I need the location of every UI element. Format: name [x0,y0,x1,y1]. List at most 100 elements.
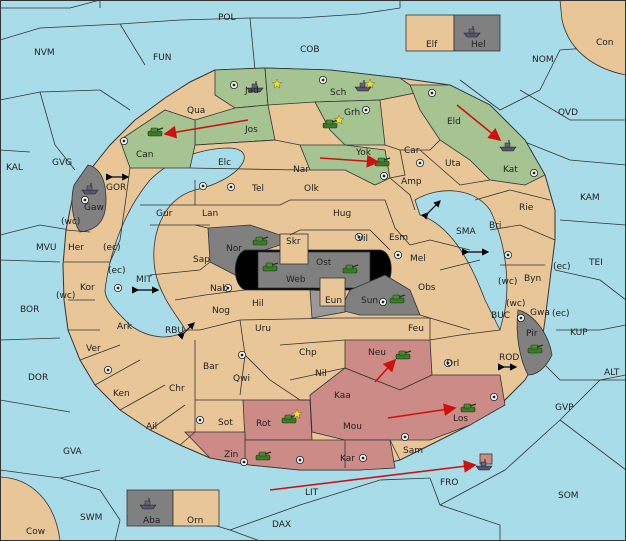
label-sam: Sam [403,446,423,456]
label-gvp: GVP [555,403,574,413]
label-ec1: (ec) [103,243,121,253]
label-fun: FUN [153,53,172,63]
label-ail: Ail [146,422,157,432]
label-eld: Eld [447,117,461,127]
label-nog: Nog [212,306,230,316]
label-cob: COB [300,45,320,55]
label-ec2: (ec) [108,266,126,276]
label-can: Can [136,150,154,160]
land-pir[interactable] [516,309,553,376]
label-gva: GVA [63,447,83,457]
label-neu: Neu [368,348,386,358]
label-bar: Bar [203,362,219,372]
label-chp: Chp [299,348,317,358]
label-skr: Skr [286,237,301,247]
label-tei: TEI [588,258,603,268]
label-sot: Sot [218,418,233,428]
label-pir: Pir [526,329,538,339]
label-gvg: GVG [52,158,72,168]
label-nil: Nil [315,369,327,379]
land-hel[interactable] [453,14,501,52]
label-kal: KAL [6,163,23,173]
label-qua: Qua [187,106,205,116]
label-cow: Cow [26,527,45,537]
label-nor: Nor [226,244,242,254]
label-wc4: (wc) [506,299,525,309]
label-bor: BOR [20,305,39,315]
land-gaw[interactable] [71,164,107,233]
label-rot: Rot [256,419,271,429]
label-ver: Ver [86,344,101,354]
label-eun: Eun [325,296,342,306]
label-fro: FRO [440,478,459,488]
inner-sea-sma[interactable] [414,190,508,332]
label-gor: GOR [106,183,126,193]
label-wc2: (wc) [498,277,517,287]
label-alt: ALT [604,368,620,378]
label-lan: Lan [202,209,218,219]
label-grh: Grh [344,108,360,118]
land-kaa-mou-los[interactable] [309,367,506,441]
label-car: Car [404,146,420,156]
label-orl: Orl [446,359,459,369]
label-mvu: MVU [36,243,57,253]
label-hil: Hil [252,299,264,309]
label-qwi: Qwi [233,374,250,384]
label-ec3: (ec) [553,262,571,272]
label-kup: KUP [570,328,588,338]
land-sch[interactable] [264,67,421,106]
label-mel: Mel [410,254,426,264]
label-rbu: RBU [165,326,184,336]
label-kam: KAM [580,193,600,203]
label-zin: Zin [224,450,238,460]
land-skr[interactable] [279,233,309,265]
label-web: Web [286,275,306,285]
land-eun[interactable] [319,277,346,307]
label-sma: SMA [456,227,476,237]
label-sun: Sun [361,296,378,306]
label-bri: Bri [489,221,501,231]
label-buc: BUC [491,311,510,321]
label-her: Her [68,243,84,253]
label-gwa: Gwa [530,308,550,318]
label-obs: Obs [418,283,436,293]
label-aba: Aba [143,516,160,526]
label-rie: Rie [519,203,534,213]
label-som: SOM [558,491,579,501]
label-wc1: (wc) [61,217,80,227]
label-pol: POL [218,13,236,23]
label-uta: Uta [445,159,461,169]
land-rot[interactable] [242,399,313,441]
label-kaa: Kaa [334,391,351,401]
label-mit: MIT [136,275,152,285]
label-nar: Nar [293,165,309,175]
label-jos: Jos [244,125,258,135]
label-lit: LIT [305,488,319,498]
label-gaw: Gaw [84,203,104,213]
label-nvm: NVM [34,48,55,58]
label-dor: DOR [28,373,48,383]
land-elf[interactable] [405,14,455,52]
label-hug: Hug [333,209,351,219]
label-ark: Ark [117,322,133,332]
label-nab: Nab [210,284,228,294]
land-orn[interactable] [172,489,220,527]
label-kor: Kor [80,283,95,293]
connector-arrows [106,173,518,371]
label-dax: DAX [272,520,291,530]
land-eld-kat[interactable] [409,84,546,186]
label-ost: Ost [316,258,332,268]
land-labels: Elf Hel Jad Sch Qua Jos Grh Eld Can Car … [56,40,571,526]
label-uru: Uru [255,324,271,334]
province-borders [64,139,556,468]
label-hel: Hel [471,40,486,50]
label-tel: Tel [251,184,264,194]
label-esm: Esm [389,233,408,243]
label-ovd: OVD [558,108,578,118]
label-elf: Elf [426,40,438,50]
label-kat: Kat [503,165,518,175]
label-kar: Kar [340,454,355,464]
